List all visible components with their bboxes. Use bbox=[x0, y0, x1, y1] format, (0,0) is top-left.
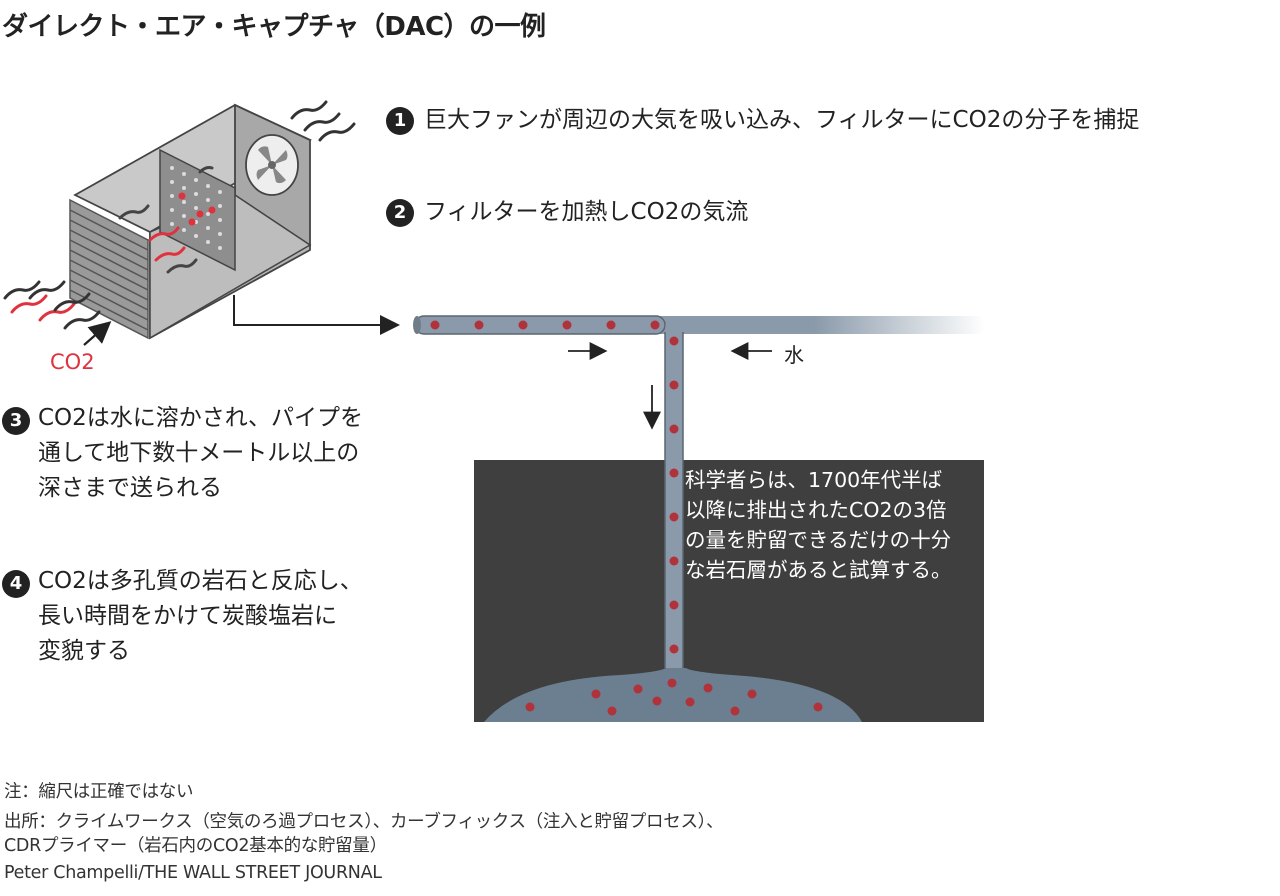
step-4-line: CO2は多孔質の岩石と反応し、 bbox=[38, 568, 363, 594]
water-label: 水 bbox=[784, 343, 804, 367]
vertical-pipe bbox=[665, 316, 690, 668]
dac-unit bbox=[3, 100, 356, 346]
storage-estimate-text: 科学者らは、1700年代半ば 以降に排出されたCO2の3倍 の量を貯留できるだけ… bbox=[685, 465, 952, 585]
step-3-badge: 3 bbox=[2, 407, 30, 435]
step-4-line: 長い時間をかけて炭酸塩岩に bbox=[38, 603, 337, 629]
step-3-line: 深さまで送られる bbox=[38, 475, 222, 501]
step-3-text: CO2は水に溶かされ、パイプを 通して地下数十メートル以上の 深さまで送られる bbox=[38, 401, 363, 506]
filter-panel bbox=[159, 148, 236, 272]
step-2-badge: 2 bbox=[386, 199, 414, 227]
step-3-line: 通して地下数十メートル以上の bbox=[38, 440, 360, 466]
panel-line: 以降に排出されたCO2の3倍 bbox=[685, 498, 947, 522]
step-4-line: 変貌する bbox=[38, 638, 130, 664]
co2-dots bbox=[430, 320, 823, 716]
fan-icon bbox=[245, 134, 299, 196]
rock-reservoir bbox=[484, 668, 862, 722]
step-1-badge: 1 bbox=[386, 107, 414, 135]
credit: Peter Champelli/THE WALL STREET JOURNAL bbox=[4, 863, 382, 883]
panel-line: の量を貯留できるだけの十分 bbox=[685, 528, 952, 552]
step-4-badge: 4 bbox=[2, 570, 30, 598]
louvre-stack bbox=[69, 198, 149, 340]
co2-label: CO2 bbox=[50, 350, 95, 374]
panel-line: な岩石層があると試算する。 bbox=[685, 558, 952, 582]
horizontal-pipe bbox=[415, 316, 985, 334]
page-title: ダイレクト・エア・キャプチャ（DAC）の一例 bbox=[2, 12, 546, 42]
source-line-2: CDRプライマー（岩石内のCO2基本的な貯留量） bbox=[4, 836, 387, 856]
step-4-text: CO2は多孔質の岩石と反応し、 長い時間をかけて炭酸塩岩に 変貌する bbox=[38, 564, 363, 669]
step-3-line: CO2は水に溶かされ、パイプを bbox=[38, 405, 364, 431]
footnote: 注：縮尺は正確ではない bbox=[4, 782, 194, 802]
source-line-1: 出所：クライムワークス（空気のろ過プロセス）、カーブフィックス（注入と貯留プロセ… bbox=[4, 812, 724, 832]
step-1-text: 巨大ファンが周辺の大気を吸い込み、フィルターにCO2の分子を捕捉 bbox=[424, 107, 1140, 133]
step-2-text: フィルターを加熱しCO2の気流 bbox=[424, 199, 749, 225]
panel-line: 科学者らは、1700年代半ば bbox=[685, 468, 943, 492]
